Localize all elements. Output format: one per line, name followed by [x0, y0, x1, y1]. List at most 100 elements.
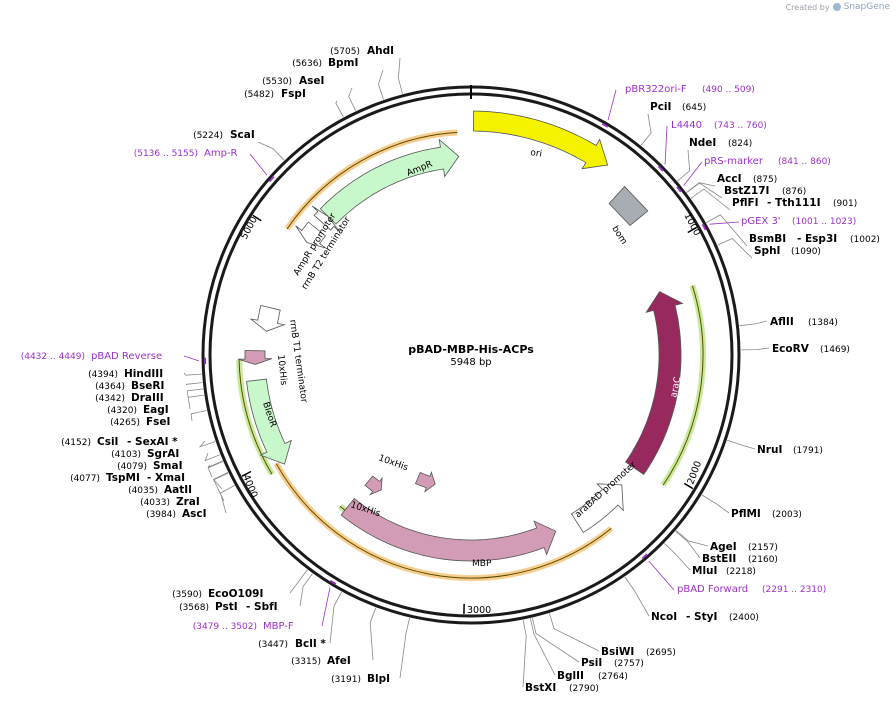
enzyme-AseI[interactable]: (5530) AseI	[262, 75, 324, 87]
enzyme-BstXI[interactable]: BstXI (2790)	[525, 682, 599, 694]
enzyme-ScaI[interactable]: (5224) ScaI	[193, 129, 255, 141]
enzyme-SgrAI[interactable]: (4103) SgrAI	[111, 448, 179, 460]
enzyme-NcoI-StyI[interactable]: NcoI - StyI (2400)	[651, 611, 759, 623]
primer-leader-7	[183, 355, 200, 362]
feature-ori[interactable]	[472, 110, 609, 170]
enzyme-HindIII[interactable]: (4394) HindIII	[88, 368, 163, 380]
enzyme-name: DraIII	[131, 392, 164, 404]
enzyme-FspI[interactable]: (5482) FspI	[244, 88, 306, 100]
enzyme-PsiI[interactable]: PsiI (2757)	[581, 657, 644, 669]
enzyme-BlpI[interactable]: (3191) BlpI	[331, 673, 390, 685]
enzyme-AatII[interactable]: (4035) AatII	[128, 484, 192, 496]
enzyme-PflFI-Tth111I[interactable]: PflFI - Tth111I (901)	[732, 197, 857, 209]
enzyme-leader-TspMI	[207, 461, 224, 478]
primer-pBAD-Forward[interactable]: pBAD Forward (2291 .. 2310)	[677, 584, 826, 595]
enzyme-DraIII[interactable]: (4342) DraIII	[95, 392, 164, 404]
primer-pRS-marker[interactable]: pRS-marker (841 .. 860)	[704, 156, 831, 167]
primer-marker-6	[268, 176, 275, 183]
enzyme-EcoO109I[interactable]: (3590) EcoO109I	[172, 588, 263, 600]
enzyme-BseRI[interactable]: (4364) BseRI	[95, 380, 164, 392]
feature-AmpR-promoter[interactable]	[311, 205, 340, 232]
enzyme-name: NcoI	[651, 611, 677, 623]
enzyme-AflII[interactable]: AflII (1384)	[770, 316, 838, 328]
enzyme-NdeI[interactable]: NdeI (824)	[689, 137, 752, 149]
enzyme-leader-ScaI	[257, 141, 285, 161]
enzyme-pos: (1090)	[791, 247, 821, 257]
feature-label-10xHis-bleo: 10xHis	[275, 354, 288, 386]
enzyme-BpmI[interactable]: (5636) BpmI	[292, 57, 358, 69]
feature-araBAD-promoter[interactable]	[570, 483, 624, 534]
feature-rrnB-T1-terminator[interactable]	[249, 305, 287, 332]
primer-leader-4	[648, 560, 675, 591]
enzyme-PflMI[interactable]: PflMI (2003)	[731, 508, 802, 520]
enzyme-PciI[interactable]: PciI (645)	[650, 101, 706, 113]
enzyme-pos: (2764)	[598, 672, 628, 682]
feature-araC[interactable]	[625, 291, 684, 476]
enzyme-PstI-SbfI[interactable]: (3568) PstI - SbfI	[179, 601, 278, 613]
enzyme-pos: (1469)	[820, 345, 850, 355]
enzyme-AgeI[interactable]: AgeI (2157)	[710, 541, 778, 553]
enzyme-AscI[interactable]: (3984) AscI	[146, 508, 206, 520]
primer-leader-3	[709, 221, 740, 225]
feature-10xHis-bleo[interactable]	[237, 350, 273, 365]
primer-pBR322ori-F[interactable]: pBR322ori-F (490 .. 509)	[625, 84, 755, 95]
feature-bom[interactable]	[608, 185, 649, 227]
enzyme-pos: (876)	[782, 187, 806, 197]
feature-AmpR[interactable]	[319, 138, 460, 225]
enzyme-BsmBI-Esp3I[interactable]: BsmBI - Esp3I (1002)	[749, 233, 880, 245]
enzyme-leader-NcoI	[624, 576, 650, 617]
enzyme-EagI[interactable]: (4320) EagI	[107, 404, 169, 416]
enzyme-SphI[interactable]: SphI (1090)	[754, 245, 821, 257]
primer-pBAD-Reverse[interactable]: (4432 .. 4449) pBAD Reverse	[21, 351, 162, 362]
enzyme-name: BsmBI	[749, 233, 786, 245]
feature-10xHis-right[interactable]	[414, 471, 436, 493]
enzyme-BstEII[interactable]: BstEII (2160)	[702, 553, 778, 565]
enzyme-pos: (2757)	[614, 659, 644, 669]
enzyme-leader-AfeI	[369, 607, 377, 661]
enzyme-SmaI[interactable]: (4079) SmaI	[117, 460, 182, 472]
primer-Amp-R[interactable]: (5136 .. 5155) Amp-R	[134, 148, 238, 159]
enzyme-NruI[interactable]: NruI (1791)	[757, 444, 823, 456]
enzyme-pos: (4265)	[110, 418, 140, 428]
enzyme-BglII[interactable]: BglII (2764)	[557, 670, 628, 682]
enzyme-pos: (1791)	[793, 446, 823, 456]
enzyme-name: SmaI	[153, 460, 183, 472]
enzyme-AfeI[interactable]: (3315) AfeI	[291, 655, 351, 667]
enzyme-pos: (5482)	[244, 90, 274, 100]
feature-rrnB-T2-terminator[interactable]	[295, 221, 327, 249]
enzyme-name-2: - SbfI	[246, 601, 278, 613]
watermark-created-by: Created by	[785, 2, 830, 12]
enzyme-AccI[interactable]: AccI (875)	[717, 173, 777, 185]
enzyme-name: AscI	[182, 508, 207, 520]
enzyme-name: PsiI	[581, 657, 602, 669]
enzyme-leader-SphI	[717, 238, 753, 259]
enzyme-BstZ17I[interactable]: BstZ17I (876)	[724, 185, 806, 197]
enzyme-EcoRV[interactable]: EcoRV (1469)	[772, 343, 850, 355]
feature-MBP[interactable]	[340, 498, 557, 562]
enzyme-MluI[interactable]: MluI (2218)	[692, 565, 756, 577]
enzyme-BsiWI[interactable]: BsiWI (2695)	[601, 646, 676, 658]
enzyme-ZraI[interactable]: (4033) ZraI	[140, 496, 200, 508]
enzyme-pos: (645)	[682, 103, 706, 113]
enzyme-name: AhdI	[367, 45, 394, 57]
enzyme-leader-SmaI	[207, 460, 223, 468]
enzyme-TspMI-XmaI[interactable]: (4077) TspMI - XmaI	[70, 472, 185, 484]
enzyme-name: BstEII	[702, 553, 736, 565]
feature-10xHis-left[interactable]	[364, 475, 383, 496]
enzyme-pos: (875)	[753, 175, 777, 185]
primer-L4440[interactable]: L4440 (743 .. 760)	[671, 120, 767, 131]
enzyme-AhdI[interactable]: (5705) AhdI	[330, 45, 394, 57]
enzyme-CsiI-SexAI[interactable]: (4152) CsiI - SexAI *	[61, 436, 178, 448]
enzyme-leader-BstEII	[675, 530, 701, 559]
primer-leader-2	[683, 161, 703, 186]
primer-MBP-F[interactable]: (3479 .. 3502) MBP-F	[193, 621, 294, 632]
enzyme-leader-BstZ17I	[686, 182, 723, 199]
enzyme-BclI[interactable]: (3447) BclI *	[258, 638, 326, 650]
primer-pGEX-3[interactable]: pGEX 3' (1001 .. 1023)	[741, 216, 856, 227]
feature-BleoR[interactable]	[246, 378, 292, 465]
enzyme-name: EagI	[143, 404, 169, 416]
enzyme-name: BpmI	[328, 57, 358, 69]
enzyme-name: BsiWI	[601, 646, 634, 658]
enzyme-FseI[interactable]: (4265) FseI	[110, 416, 170, 428]
